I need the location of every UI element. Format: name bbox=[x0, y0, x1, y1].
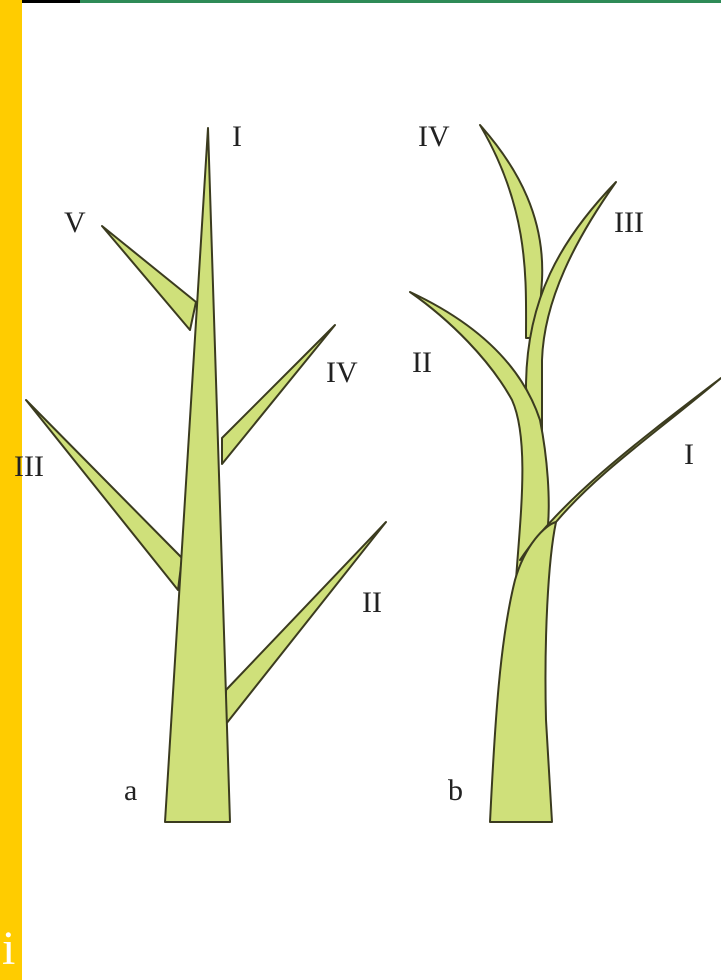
panel-a-main-axis-I bbox=[164, 127, 231, 823]
panel-a-branch-II bbox=[225, 521, 387, 725]
panel-a-label-I: I bbox=[232, 120, 242, 153]
top-green-rule bbox=[80, 0, 721, 3]
left-yellow-border bbox=[0, 0, 22, 980]
panel-a-label-III: III bbox=[14, 450, 44, 483]
panel-b-main-axis bbox=[489, 521, 557, 823]
figure-paper bbox=[22, 3, 721, 980]
panel-b-label-I: I bbox=[684, 438, 694, 471]
panel-b-branch-III bbox=[525, 181, 617, 441]
panel-a-branch-V bbox=[101, 225, 197, 331]
panel-a-label-II: II bbox=[362, 586, 382, 619]
panel-a-label-V: V bbox=[64, 206, 86, 239]
panel-b-label-III: III bbox=[614, 206, 644, 239]
panel-a-label: a bbox=[124, 774, 137, 807]
panel-b-label-IV: IV bbox=[418, 120, 450, 153]
panel-b-branch-II bbox=[409, 291, 550, 581]
panel-b-label: b bbox=[448, 774, 463, 807]
panel-a-branch-III bbox=[25, 399, 183, 591]
panel-a-label-IV: IV bbox=[326, 356, 358, 389]
panel-b-branch-IV bbox=[479, 124, 544, 339]
panel-a-branch-IV bbox=[221, 324, 336, 465]
panel-b-label-II: II bbox=[412, 346, 432, 379]
corner-glyph: i bbox=[2, 922, 16, 975]
